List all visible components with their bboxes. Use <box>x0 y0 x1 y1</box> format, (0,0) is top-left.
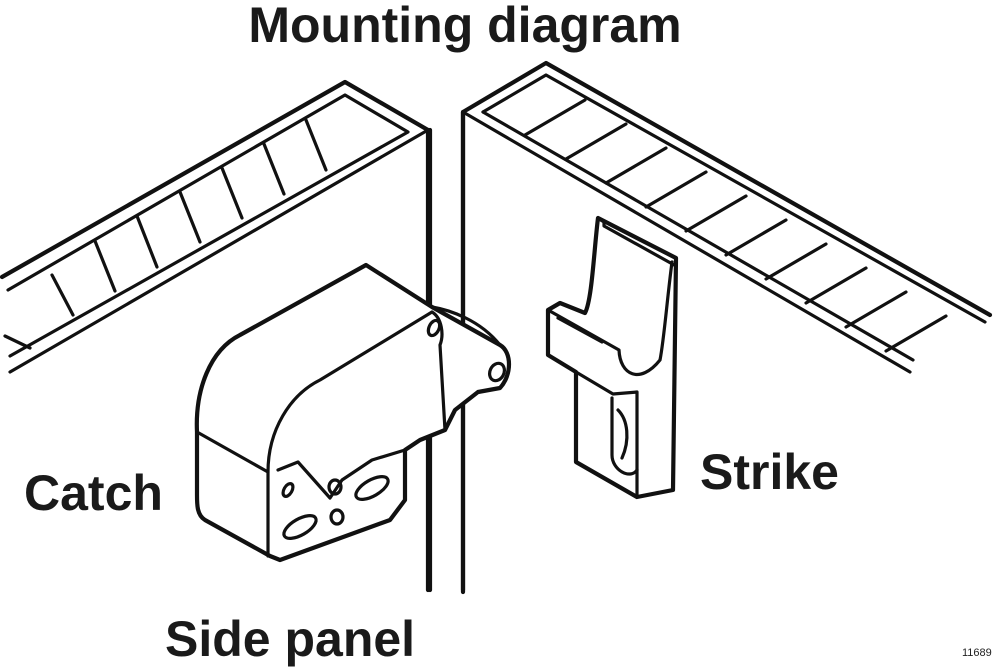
catch-device <box>194 262 512 563</box>
figure-number: 11689 <box>962 647 992 659</box>
label-catch: Catch <box>24 465 163 521</box>
label-strike: Strike <box>700 444 839 500</box>
diagram-title: Mounting diagram <box>248 0 681 53</box>
strike-device <box>545 215 679 500</box>
right-panel-shelf <box>460 60 993 593</box>
label-side-panel: Side panel <box>165 611 415 667</box>
